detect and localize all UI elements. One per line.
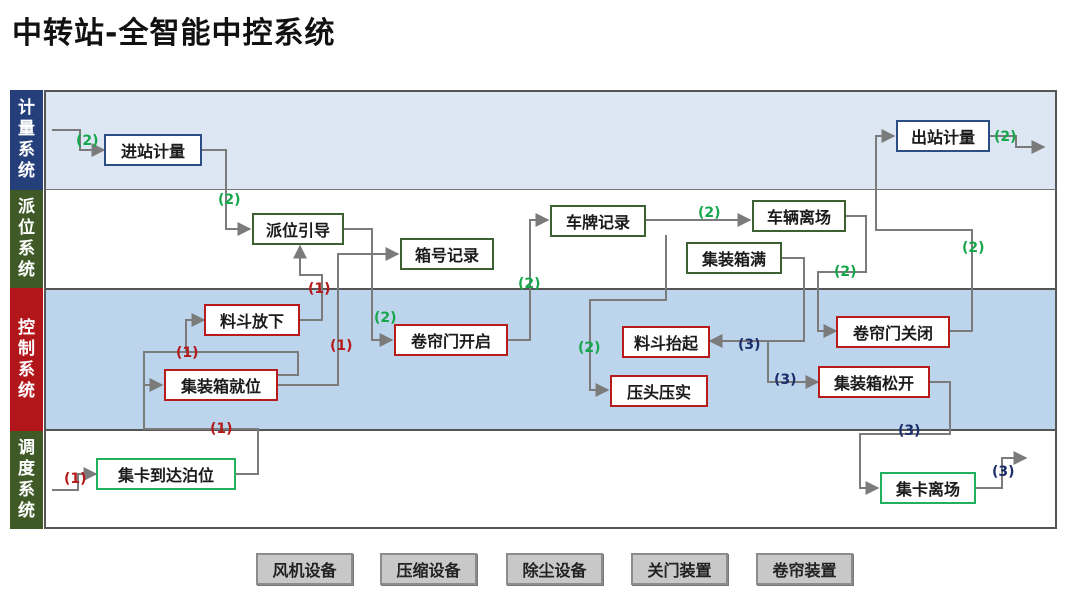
lane-label-metering: 计量系统: [10, 90, 43, 190]
lane-label-scheduling: 调度系统: [10, 431, 43, 529]
edge-guanbi-chuzhan: [875, 129, 973, 332]
step-label: (2): [698, 205, 721, 221]
step-label: (2): [994, 129, 1017, 145]
edge-taiqi-songkai: [767, 341, 820, 389]
node-liaodou-fangxia[interactable]: 料斗放下: [204, 304, 300, 336]
compressor-equipment-button[interactable]: 压缩设备: [380, 553, 477, 585]
step-label: (3): [738, 337, 761, 353]
node-jika-daoda-bowei[interactable]: 集卡到达泊位: [96, 458, 236, 490]
node-juanlianmen-guanbi[interactable]: 卷帘门关闭: [836, 316, 950, 348]
step-label: (3): [774, 372, 797, 388]
edge-jiuwei-xianghao: [278, 247, 400, 386]
edge-chuzhan-exit: [990, 135, 1046, 154]
node-chuzhan-jiliang[interactable]: 出站计量: [896, 120, 990, 152]
step-label: (1): [330, 338, 353, 354]
node-jinzhan-jiliang[interactable]: 进站计量: [104, 134, 202, 166]
lane-label-dispatch: 派位系统: [10, 190, 43, 288]
step-label: (3): [992, 464, 1015, 480]
step-label: (2): [374, 310, 397, 326]
step-label: (1): [308, 281, 331, 297]
lane-label-control: 控制系统: [10, 288, 43, 431]
step-label: (1): [64, 471, 87, 487]
page-title: 中转站-全智能中控系统: [12, 16, 336, 51]
rolling-shutter-device-button[interactable]: 卷帘装置: [756, 553, 853, 585]
node-jizhuangxiang-man[interactable]: 集装箱满: [686, 242, 782, 274]
node-jizhuangxiang-songkai[interactable]: 集装箱松开: [818, 366, 930, 398]
step-label: (1): [210, 421, 233, 437]
node-paiwei-yindao[interactable]: 派位引导: [252, 213, 344, 245]
edge-lichang-guanbi: [817, 215, 867, 338]
edge-paiwei-juanlian: [344, 228, 394, 347]
edge-liaodou-paiwei: [293, 244, 323, 321]
node-jika-lichang[interactable]: 集卡离场: [880, 472, 976, 504]
edge-liaodou-up: [185, 313, 206, 352]
node-yatou-yashi[interactable]: 压头压实: [610, 375, 708, 407]
edge-lichang-exit: [976, 451, 1028, 489]
step-label: (2): [834, 264, 857, 280]
step-label: (2): [76, 133, 99, 149]
node-liaodou-taiqi[interactable]: 料斗抬起: [622, 326, 710, 358]
edge-start-jinzhan: [52, 129, 106, 157]
step-label: (2): [518, 276, 541, 292]
edge-juanlian-chepai: [508, 213, 550, 341]
node-chepai-jilu[interactable]: 车牌记录: [550, 205, 646, 237]
node-cheliang-lichang[interactable]: 车辆离场: [752, 200, 846, 232]
step-label: (2): [218, 192, 241, 208]
node-jizhuangxiang-jiuwei[interactable]: 集装箱就位: [164, 369, 278, 401]
step-label: (3): [898, 423, 921, 439]
step-label: (2): [962, 240, 985, 256]
edge-start-daoda: [52, 467, 98, 491]
step-label: (2): [578, 340, 601, 356]
door-closing-device-button[interactable]: 关门装置: [631, 553, 728, 585]
edge-chepai-yatou: [589, 235, 667, 397]
edge-man-taiqi: [708, 257, 805, 348]
node-xianghao-jilu[interactable]: 箱号记录: [400, 238, 494, 270]
edge-songkai-lichang: [859, 381, 951, 495]
dust-removal-equipment-button[interactable]: 除尘设备: [506, 553, 603, 585]
edge-jinzhan-paiwei: [202, 149, 252, 236]
node-juanlianmen-kaiqi[interactable]: 卷帘门开启: [394, 324, 508, 356]
edge-daoda-jiuwei: [143, 378, 259, 475]
fan-equipment-button[interactable]: 风机设备: [256, 553, 353, 585]
step-label: (1): [176, 345, 199, 361]
